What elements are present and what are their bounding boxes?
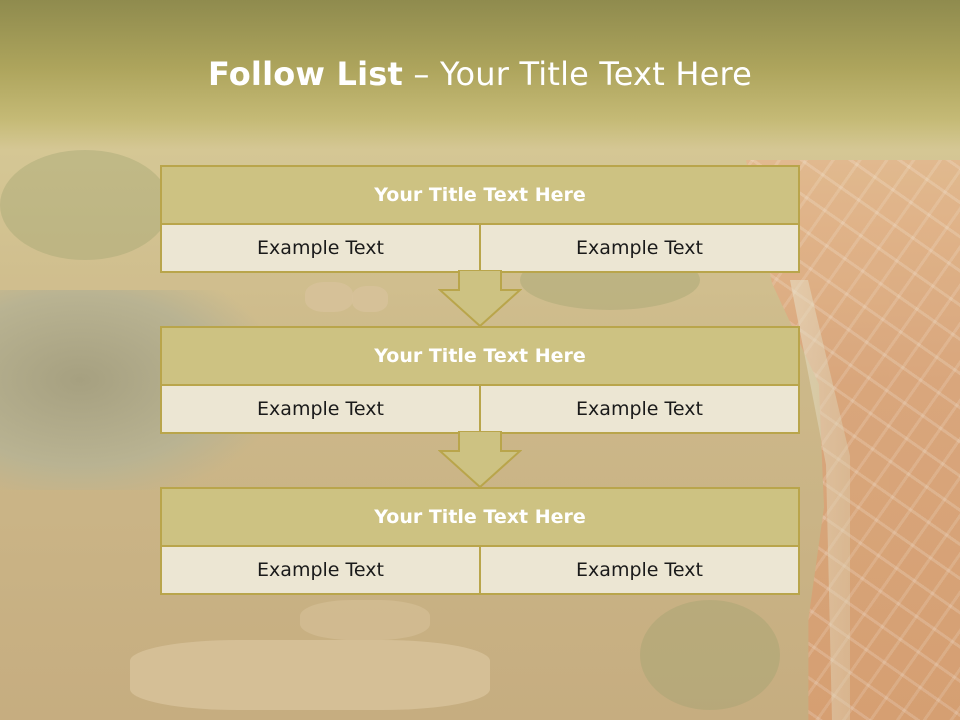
down-arrow-icon	[438, 431, 522, 489]
list-block-3: Your Title Text Here Example Text Exampl…	[160, 487, 800, 595]
list-block-1: Your Title Text Here Example Text Exampl…	[160, 165, 800, 273]
block-cell-left: Example Text	[162, 547, 479, 593]
block-cell-left: Example Text	[162, 386, 479, 432]
block-title: Your Title Text Here	[162, 489, 798, 547]
slide-title-bold: Follow List	[207, 55, 404, 93]
block-cell-left: Example Text	[162, 225, 479, 271]
block-cell-right: Example Text	[479, 386, 798, 432]
block-row: Example Text Example Text	[162, 225, 798, 271]
block-row: Example Text Example Text	[162, 386, 798, 432]
block-row: Example Text Example Text	[162, 547, 798, 593]
block-cell-right: Example Text	[479, 547, 798, 593]
block-title: Your Title Text Here	[162, 167, 798, 225]
list-block-2: Your Title Text Here Example Text Exampl…	[160, 326, 800, 434]
block-title: Your Title Text Here	[162, 328, 798, 386]
slide-title: Follow List – Your Title Text Here	[0, 55, 960, 93]
block-cell-right: Example Text	[479, 225, 798, 271]
down-arrow-icon	[438, 270, 522, 328]
slide-title-rest: – Your Title Text Here	[403, 55, 753, 93]
